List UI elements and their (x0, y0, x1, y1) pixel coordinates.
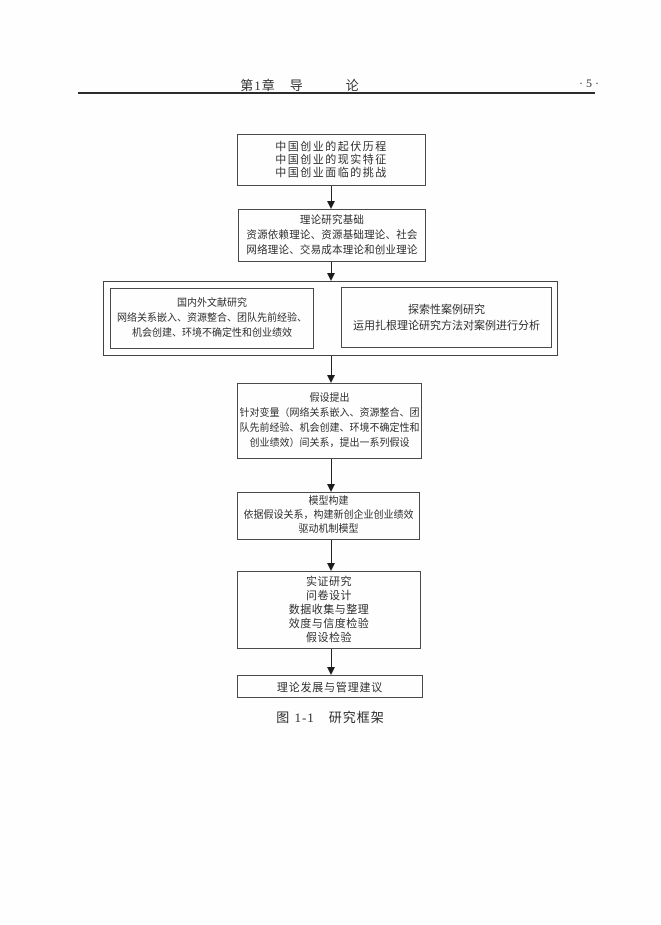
connector-line (331, 186, 332, 202)
page-number: · 5 · (579, 76, 599, 90)
flow-box-text-line: 理论发展与管理建议 (276, 681, 384, 694)
flow-box-text-line: 效度与信度检验 (288, 618, 370, 630)
flow-box-text-line: 网络关系嵌入、资源整合、团队先前经验、 (117, 313, 307, 324)
flow-box-text-line: 创业绩效）间关系，提出一系列假设 (249, 438, 410, 449)
flow-box-text-line: 数据收集与整理 (288, 604, 370, 616)
arrow-down-icon (327, 273, 335, 281)
chapter-header-title: 第1章 导 论 (240, 78, 360, 93)
connector-line (331, 540, 332, 564)
figure-caption: 图 1-1 研究框架 (276, 710, 385, 725)
arrow-down-icon (327, 375, 335, 383)
flow-box-text-line: 模型构建 (308, 496, 349, 507)
flow-box-literature-review: 国内外文献研究 网络关系嵌入、资源整合、团队先前经验、 机会创建、环境不确定性和… (110, 288, 314, 349)
connector-line (331, 649, 332, 668)
flow-box-text-line: 实证研究 (306, 576, 352, 588)
connector-line (331, 356, 332, 376)
flow-box-model: 模型构建 依据假设关系，构建新创企业创业绩效 驱动机制模型 (237, 492, 420, 540)
arrow-down-icon (327, 484, 335, 492)
flow-box-text-line: 运用扎根理论研究方法对案例进行分析 (353, 319, 540, 332)
arrow-down-icon (327, 563, 335, 571)
arrow-down-icon (327, 667, 335, 675)
flow-box-group-wrapper: 国内外文献研究 网络关系嵌入、资源整合、团队先前经验、 机会创建、环境不确定性和… (103, 281, 558, 356)
flow-box-text-line: 依据假设关系，构建新创企业创业绩效 (243, 510, 414, 521)
flow-box-text-line: 中国创业面临的挑战 (275, 166, 388, 179)
flow-box-hypothesis: 假设提出 针对变量（网络关系嵌入、资源整合、团 队先前经验、机会创建、环境不确定… (237, 383, 422, 459)
flow-box-text-line: 机会创建、环境不确定性和创业绩效 (132, 328, 292, 339)
flow-box-case-study: 探索性案例研究 运用扎根理论研究方法对案例进行分析 (341, 287, 552, 348)
flow-box-text-line: 资源依赖理论、资源基础理论、社会 (246, 230, 418, 241)
flow-box-background: 中国创业的起伏历程 中国创业的现实特征 中国创业面临的挑战 (237, 134, 426, 186)
flow-box-text-line: 探索性案例研究 (408, 303, 485, 316)
flow-box-text-line: 队先前经验、机会创建、环境不确定性和 (239, 423, 420, 434)
flow-box-text-line: 国内外文献研究 (177, 298, 247, 309)
flow-box-text-line: 假设检验 (306, 632, 352, 644)
flow-box-text-line: 驱动机制模型 (298, 524, 359, 535)
flow-box-text-line: 理论研究基础 (299, 215, 365, 226)
flow-box-text-line: 中国创业的起伏历程 (275, 140, 388, 153)
flow-box-text-line: 假设提出 (309, 393, 350, 404)
flow-box-text-line: 中国创业的现实特征 (275, 153, 388, 166)
flow-box-theory-basis: 理论研究基础 资源依赖理论、资源基础理论、社会 网络理论、交易成本理论和创业理论 (238, 209, 426, 262)
flow-box-text-line: 问卷设计 (306, 590, 352, 602)
arrow-down-icon (327, 201, 335, 209)
flow-box-empirical: 实证研究 问卷设计 数据收集与整理 效度与信度检验 假设检验 (237, 571, 421, 649)
connector-line (331, 262, 332, 274)
connector-line (331, 459, 332, 485)
flow-box-text-line: 网络理论、交易成本理论和创业理论 (246, 245, 418, 256)
header-rule (78, 92, 595, 94)
flow-box-text-line: 针对变量（网络关系嵌入、资源整合、团 (239, 408, 420, 419)
flow-box-conclusion: 理论发展与管理建议 (237, 675, 423, 698)
